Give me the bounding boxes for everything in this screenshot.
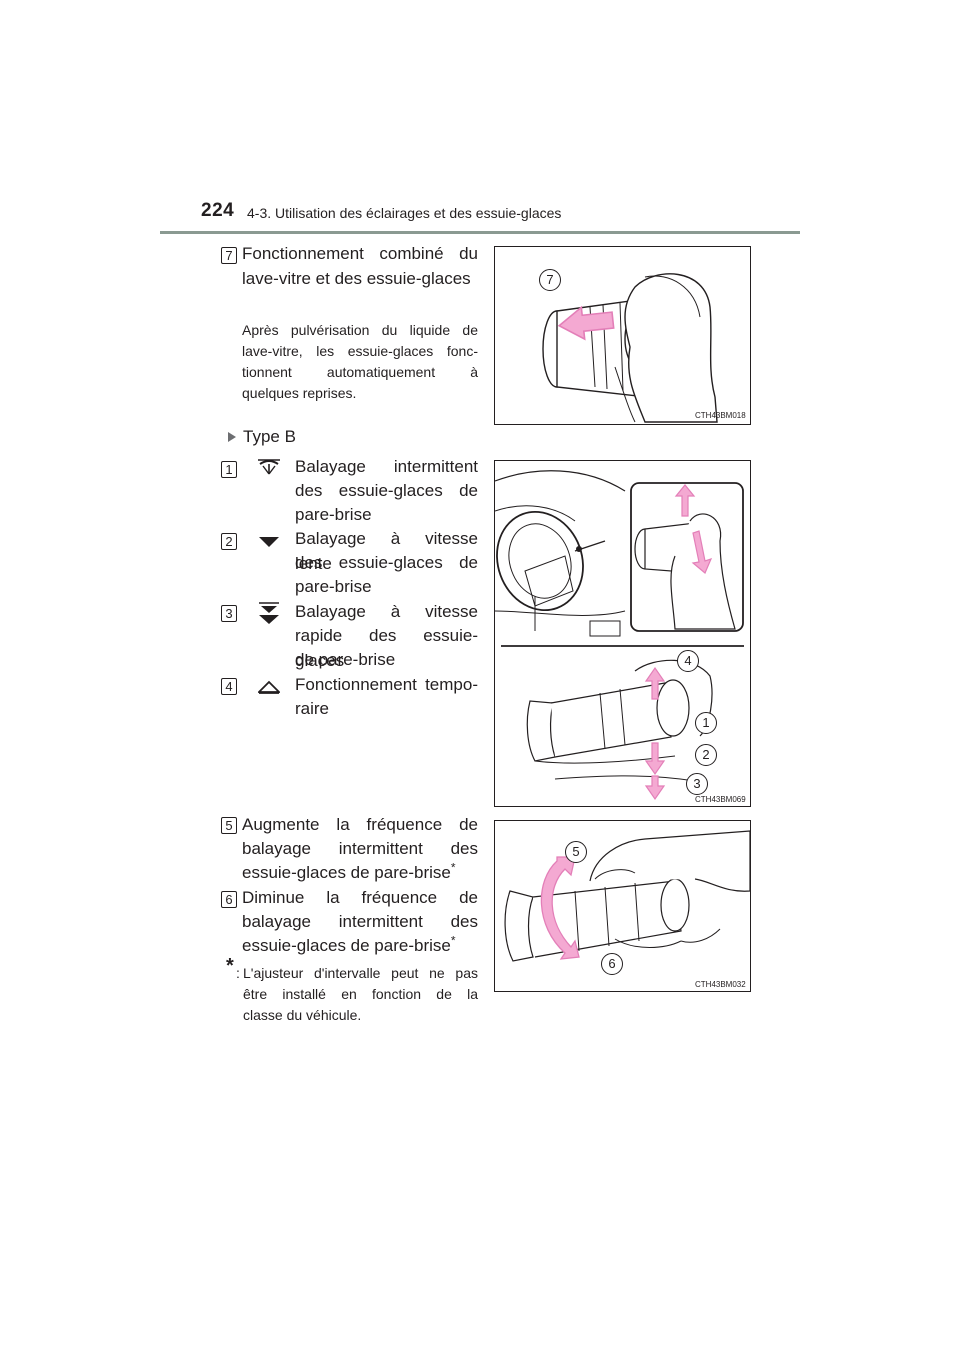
mode4-line2: raire: [295, 699, 330, 718]
page-number: 224: [201, 200, 235, 221]
mist-icon: [256, 680, 282, 694]
item5-line1: Augmente la fréquence de: [242, 815, 478, 834]
item5-line2: balayage intermittent des: [242, 839, 478, 858]
item5-line3: essuie-glaces de pare-brise*: [242, 860, 478, 885]
footnote-colon: :: [236, 965, 240, 981]
callout-4: 4: [221, 678, 237, 695]
wiper-stalk-pull-illustration: [542, 273, 718, 423]
type-b-label: Type B: [243, 427, 296, 446]
callout-2: 2: [221, 533, 237, 550]
item7-title-line2: lave-vitre et des essuie-glaces: [242, 269, 471, 288]
figure3-code: CTH43BM032: [695, 980, 746, 989]
mode4-line1: Fonctionnement tempo-: [295, 675, 478, 694]
item6-line3-text: essuie-glaces de pare-brise: [242, 936, 451, 955]
item7-desc-line3: tionnent automatiquement à: [242, 364, 478, 380]
intermittent-wipe-icon: [258, 457, 280, 477]
figure3-label-5: 5: [565, 841, 587, 863]
figure1-code: CTH43BM018: [695, 411, 746, 420]
mode2-line1: Balayage à vitesse lente: [295, 529, 478, 573]
figure-interval-adjuster: 5 6 CTH43BM032: [494, 820, 751, 992]
mode1-line3: pare-brise: [295, 505, 372, 524]
section-title: 4-3. Utilisation des éclairages et des e…: [247, 205, 562, 221]
low-speed-icon: [258, 535, 280, 549]
figure-type-b-modes: 4 1 2 3 CTH43BM069: [494, 460, 751, 807]
footnote-marker: *: [226, 955, 234, 977]
figure2-label-4: 4: [677, 650, 699, 672]
bullet-arrow-icon: [228, 432, 236, 442]
callout-1: 1: [221, 461, 237, 478]
mode1-line2: des essuie-glaces de: [295, 481, 478, 500]
item6-line2: balayage intermittent des: [242, 912, 478, 931]
mode3-line1: Balayage à vitesse: [295, 602, 478, 621]
item6-line1: Diminue la fréquence de: [242, 888, 478, 907]
item7-desc-line4: quelques reprises.: [242, 385, 357, 401]
item5-line3-text: essuie-glaces de pare-brise: [242, 863, 451, 882]
item7-desc-line2: lave-vitre, les essuie-glaces fonc-: [242, 343, 478, 359]
item7-title-line1: Fonctionnement combiné du: [242, 244, 478, 263]
callout-7: 7: [221, 247, 237, 264]
figure-combined-washer: 7 CTH43BM018: [494, 246, 751, 425]
mode2-line3: pare-brise: [295, 577, 372, 596]
item6-asterisk: *: [450, 933, 456, 948]
item7-desc-line1: Après pulvérisation du liquide de: [242, 322, 478, 338]
item6-line3: essuie-glaces de pare-brise*: [242, 933, 478, 958]
footnote-line1: L'ajusteur d'intervalle peut ne pas: [243, 965, 478, 981]
figure2-label-2: 2: [695, 744, 717, 766]
interval-ring-illustration: [504, 830, 750, 962]
mode1-line1: Balayage intermittent: [295, 457, 478, 476]
callout-5: 5: [221, 817, 237, 834]
footnote-line3: classe du véhicule.: [243, 1007, 362, 1023]
item5-asterisk: *: [450, 860, 456, 875]
figure3-label-6: 6: [601, 953, 623, 975]
figure2-label-3: 3: [686, 773, 708, 795]
figure2-label-1: 1: [695, 712, 717, 734]
figure2-code: CTH43BM069: [695, 795, 746, 804]
mode3-line2: rapide des essuie-glaces: [295, 626, 478, 670]
dashboard-and-stalk-illustration: [495, 470, 744, 801]
header-rule: [160, 231, 800, 234]
callout-3: 3: [221, 605, 237, 622]
mode2-line2: des essuie-glaces de: [295, 553, 478, 572]
mode3-line3: de pare-brise: [295, 650, 396, 669]
footnote-line2: être installé en fonction de la: [243, 986, 478, 1002]
callout-6: 6: [221, 891, 237, 908]
high-speed-icon: [258, 602, 280, 626]
figure1-label-7: 7: [539, 269, 561, 291]
